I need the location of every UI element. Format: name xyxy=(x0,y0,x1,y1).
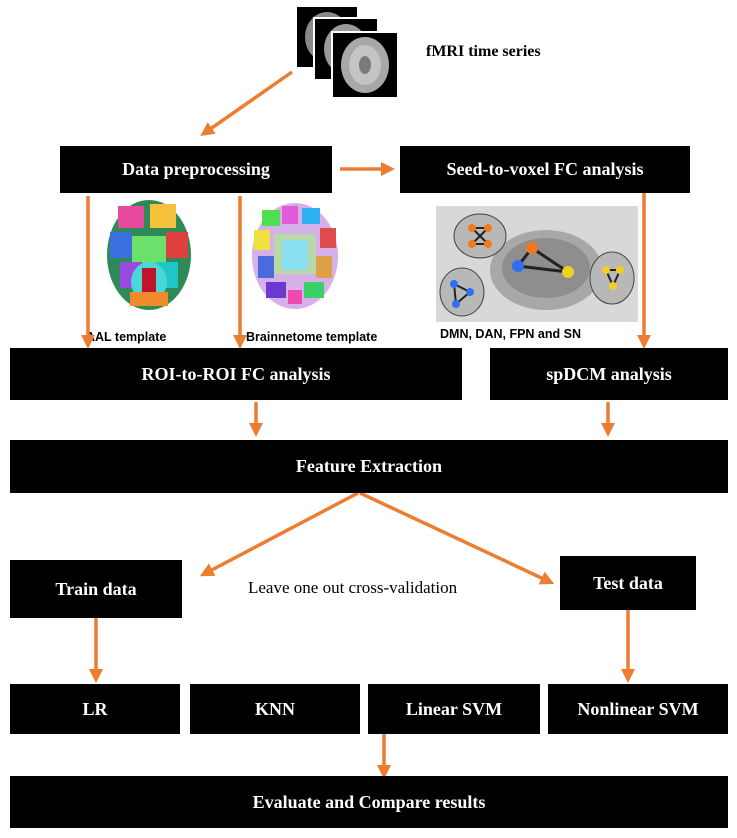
networks-label: DMN, DAN, FPN and SN xyxy=(440,327,581,341)
spdcm-box: spDCM analysis xyxy=(490,348,728,400)
data-preprocessing-box: Data preprocessing xyxy=(60,146,332,193)
fmri-slices-image xyxy=(290,4,410,116)
linear-svm-box: Linear SVM xyxy=(368,684,540,734)
brainnetome-template-label: Brainnetome template xyxy=(246,330,378,344)
test-data-box: Test data xyxy=(560,556,696,610)
fmri-label: fMRI time series xyxy=(426,43,541,60)
feature-extraction-box: Feature Extraction xyxy=(10,440,728,493)
lr-box: LR xyxy=(10,684,180,734)
aal-template-label: AAL template xyxy=(86,330,167,344)
brain-networks-image xyxy=(436,206,638,322)
aal-brain-image xyxy=(102,196,196,314)
evaluate-compare-box: Evaluate and Compare results xyxy=(10,776,728,828)
nonlinear-svm-box: Nonlinear SVM xyxy=(548,684,728,734)
train-data-box: Train data xyxy=(10,560,182,618)
roi-to-roi-box: ROI-to-ROI FC analysis xyxy=(10,348,462,400)
brainnetome-brain-image xyxy=(248,200,342,312)
knn-box: KNN xyxy=(190,684,360,734)
loocv-label: Leave one out cross-validation xyxy=(248,578,458,597)
seed-to-voxel-box: Seed-to-voxel FC analysis xyxy=(400,146,690,193)
